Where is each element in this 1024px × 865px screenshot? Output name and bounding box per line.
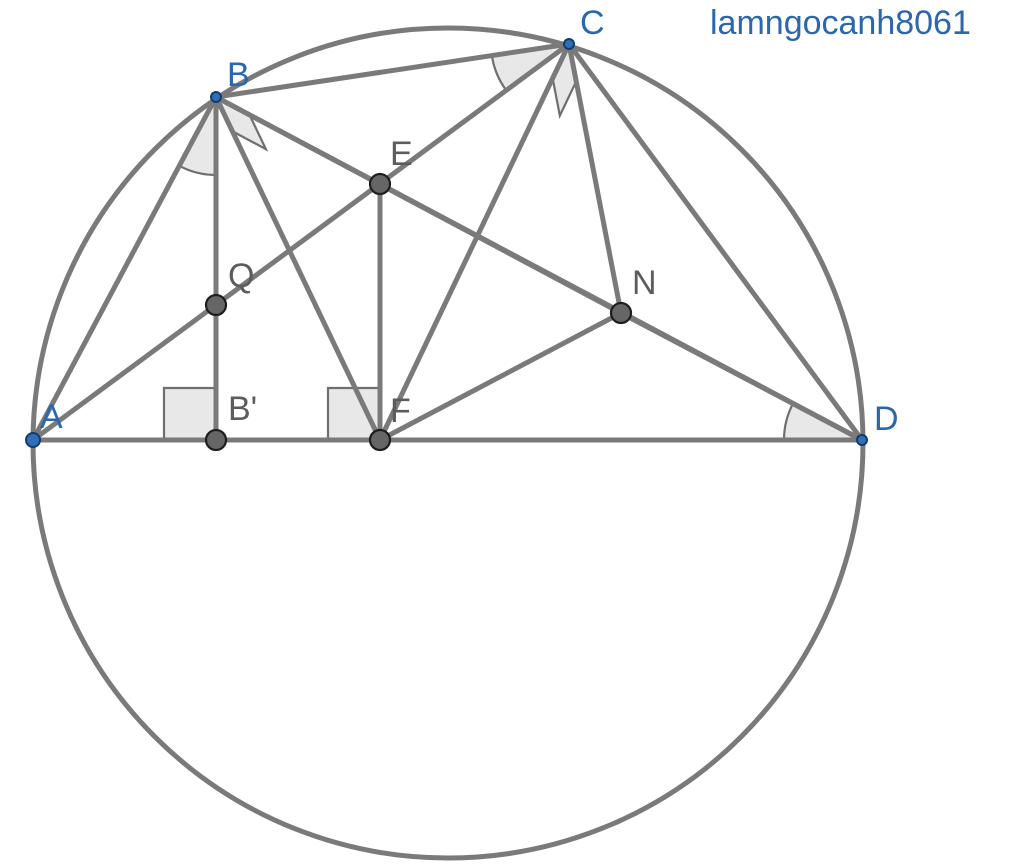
point-c <box>563 38 575 50</box>
segment-c-n <box>566 41 624 316</box>
label-b1: B' <box>228 390 257 428</box>
segment-f-n <box>377 310 624 443</box>
label-e: E <box>390 135 413 173</box>
point-d <box>856 434 868 446</box>
point-f <box>368 428 392 452</box>
segment-c-f <box>377 41 572 443</box>
segment-b-f <box>213 94 383 443</box>
segment-b-d <box>213 94 865 443</box>
circumcircle <box>30 25 866 861</box>
label-d: D <box>874 400 899 438</box>
point-n <box>609 301 633 325</box>
point-q <box>204 293 228 317</box>
segment-a-b <box>30 94 219 443</box>
point-labels: A B C D E F Q N B' <box>40 4 899 438</box>
label-a: A <box>40 398 63 436</box>
segment-b-c <box>213 41 572 100</box>
angle-marks <box>162 40 863 442</box>
points <box>25 38 868 452</box>
point-b1 <box>204 428 228 452</box>
watermark-text: lamngocanh8061 <box>710 4 971 42</box>
label-b: B <box>227 56 250 94</box>
label-n: N <box>632 264 657 302</box>
angle-mark-b-1 <box>213 94 269 152</box>
point-e <box>368 172 392 196</box>
label-f: F <box>390 392 411 430</box>
point-b <box>210 91 222 103</box>
point-a <box>25 432 41 448</box>
label-q: Q <box>228 257 254 295</box>
label-c: C <box>580 4 605 42</box>
segment-a-c <box>30 41 572 443</box>
segments <box>30 41 865 443</box>
segment-c-d <box>566 41 865 443</box>
